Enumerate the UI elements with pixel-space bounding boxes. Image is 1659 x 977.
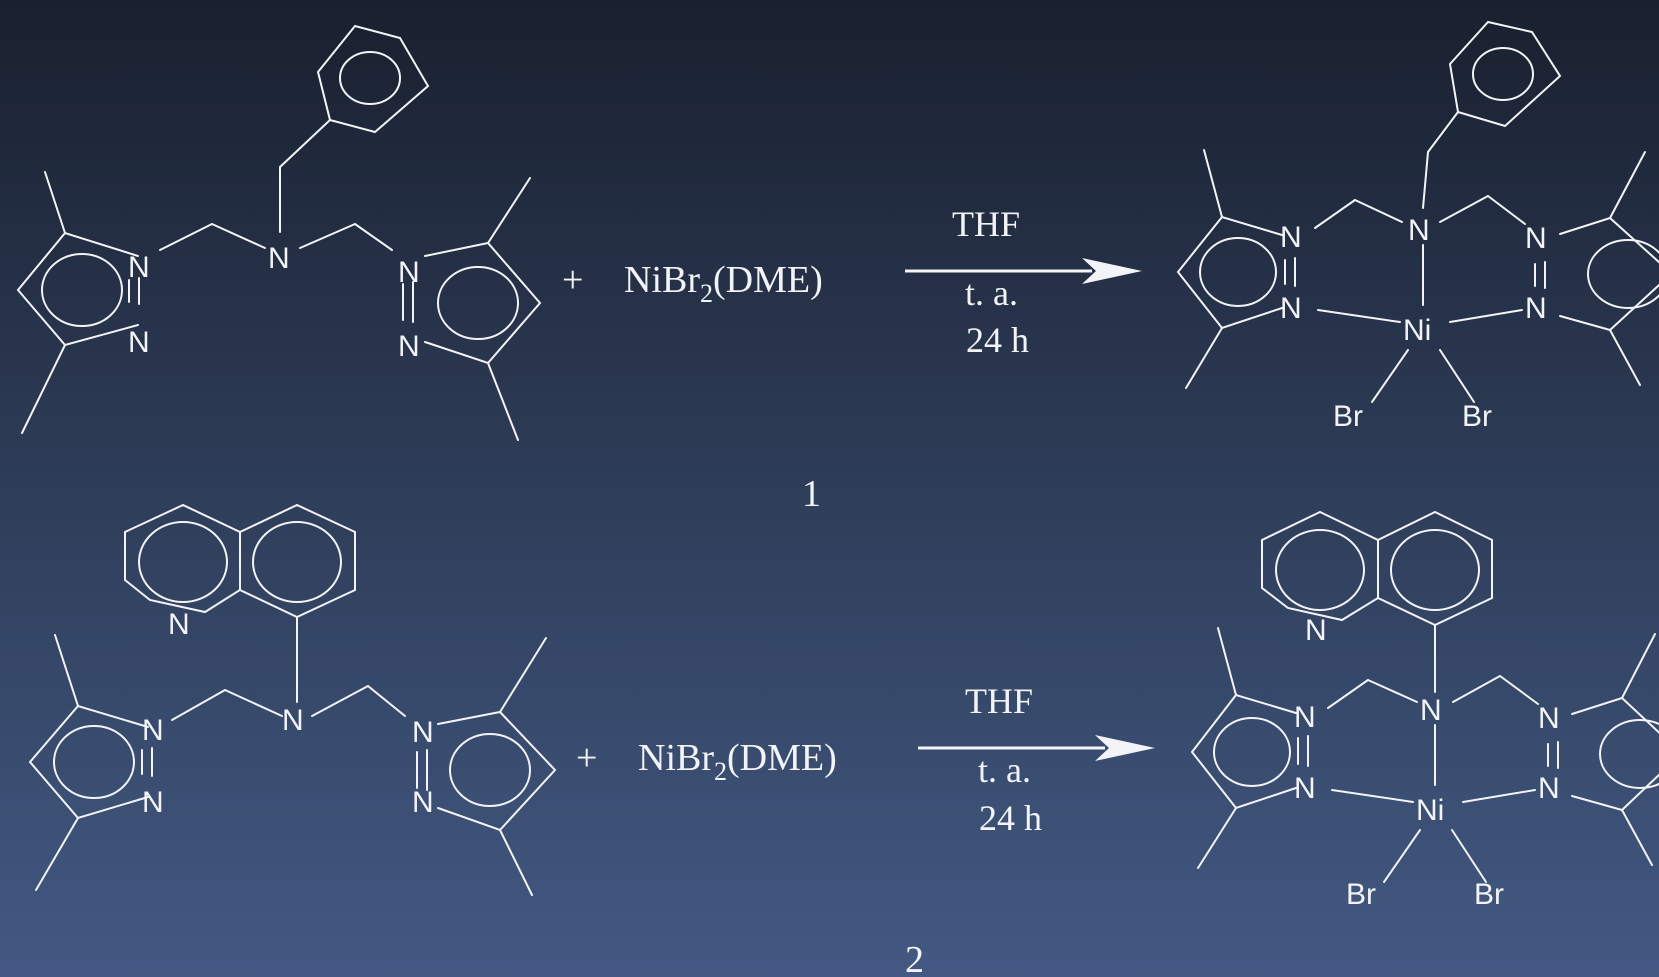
- atom-n: N: [398, 256, 420, 289]
- reaction-1: N N N N N + NiBr2(DME) THF t. a. 24 h: [16, 20, 1659, 515]
- atom-n: N: [142, 786, 164, 819]
- atom-n: N: [1538, 702, 1560, 735]
- solvent-label: THF: [965, 681, 1033, 721]
- reaction-2: N N N N N N + NiBr2(DME) THF t. a. 24 h: [28, 503, 1659, 977]
- atom-n: N: [128, 326, 150, 359]
- atom-ni: Ni: [1416, 794, 1444, 827]
- plus-sign: +: [562, 259, 583, 301]
- atom-n: N: [1280, 221, 1302, 254]
- atom-n: N: [128, 251, 150, 284]
- ligand-1: N N N N N: [16, 24, 542, 441]
- atom-n-quinoline: N: [1305, 614, 1327, 647]
- reaction-arrow: THF t. a. 24 h: [918, 681, 1155, 838]
- temperature-label: t. a.: [978, 750, 1031, 790]
- ligand-2: N N N N N N: [28, 503, 557, 896]
- complex-1: N N N N N Ni Br Br: [1176, 20, 1659, 433]
- atom-n-quinoline: N: [168, 608, 190, 641]
- atom-n-amine: N: [282, 704, 304, 737]
- plus-sign: +: [576, 737, 597, 779]
- atom-br: Br: [1474, 878, 1504, 911]
- atom-ni: Ni: [1403, 314, 1431, 347]
- compound-label-1: 1: [802, 473, 821, 515]
- solvent-label: THF: [952, 204, 1020, 244]
- atom-n: N: [142, 714, 164, 747]
- atom-n: N: [412, 716, 434, 749]
- atom-n-amine: N: [1420, 694, 1442, 727]
- compound-label-2: 2: [905, 939, 924, 977]
- complex-2: N N N N N N Ni Br Br: [1190, 510, 1659, 911]
- reagent-nibr2-dme: NiBr2(DME): [638, 737, 837, 786]
- atom-br: Br: [1333, 400, 1363, 433]
- atom-n: N: [1294, 701, 1316, 734]
- reagent-nibr2-dme: NiBr2(DME): [624, 259, 823, 308]
- atom-n: N: [1538, 772, 1560, 805]
- atom-n-amine: N: [1408, 214, 1430, 247]
- atom-n-amine: N: [268, 242, 290, 275]
- atom-br: Br: [1462, 400, 1492, 433]
- atom-n: N: [1525, 222, 1547, 255]
- temperature-label: t. a.: [965, 273, 1018, 313]
- atom-br: Br: [1346, 878, 1376, 911]
- atom-n: N: [398, 330, 420, 363]
- atom-n: N: [1294, 772, 1316, 805]
- atom-n: N: [1280, 292, 1302, 325]
- atom-n: N: [412, 786, 434, 819]
- atom-n: N: [1525, 292, 1547, 325]
- time-label: 24 h: [979, 798, 1042, 838]
- reaction-arrow: THF t. a. 24 h: [905, 204, 1142, 360]
- time-label: 24 h: [966, 320, 1029, 360]
